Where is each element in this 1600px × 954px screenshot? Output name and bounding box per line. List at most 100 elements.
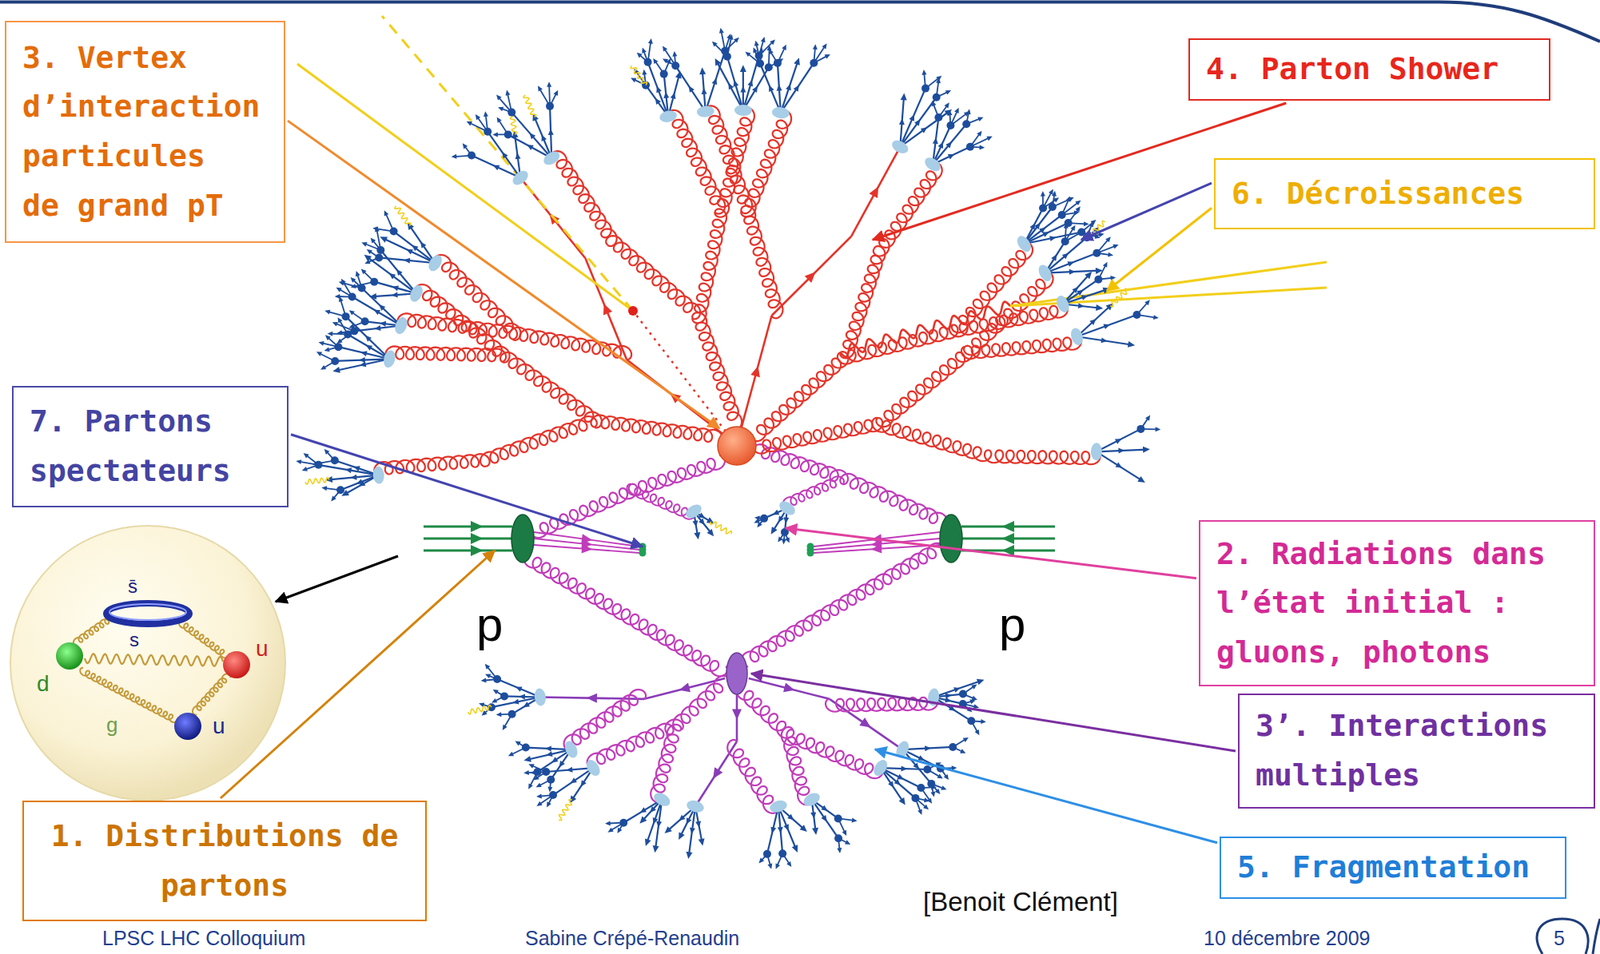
illustration-part [509, 167, 531, 188]
illustration-part [336, 287, 343, 293]
illustration-part [420, 241, 426, 248]
illustration-part [656, 821, 662, 828]
illustration-part [851, 818, 858, 824]
illustration-part [1102, 324, 1110, 331]
illustration-part [1101, 337, 1108, 343]
illustration-part [639, 549, 647, 558]
illustration-part [1107, 252, 1114, 258]
illustration-part [1098, 232, 1105, 238]
illustration-part [497, 679, 541, 698]
illustration-part [559, 760, 566, 768]
illustration-part [733, 79, 740, 87]
illustration-part [586, 693, 598, 704]
illustration-part [940, 785, 947, 791]
illustration-part [359, 361, 367, 367]
illustration-part [900, 765, 908, 772]
illustration-part [652, 845, 660, 853]
illustration-part [935, 788, 941, 795]
illustration-part [1155, 426, 1162, 432]
illustration-part [334, 323, 355, 332]
callout-text: 7. Partons spectateurs [29, 397, 271, 496]
illustration-part [1115, 462, 1123, 469]
illustration-part [951, 242, 1033, 334]
illustration-part [1112, 244, 1119, 250]
illustration-part [932, 137, 939, 144]
illustration-part [545, 745, 552, 752]
illustration-part [937, 774, 944, 780]
illustration-part [810, 811, 816, 819]
illustration-part [523, 770, 530, 776]
illustration-part [954, 107, 959, 114]
illustration-part [350, 474, 358, 481]
illustration-part [558, 800, 573, 821]
illustration-part [986, 136, 992, 142]
illustration-part [1029, 222, 1035, 230]
illustration-part [10, 525, 286, 801]
illustration-part [712, 767, 723, 779]
illustration-part [376, 229, 381, 251]
illustration-part [760, 36, 766, 43]
illustration-part [409, 225, 435, 263]
illustration-part [695, 741, 737, 807]
illustration-part [695, 820, 701, 828]
illustration-part [109, 604, 187, 621]
illustration-part [1074, 200, 1081, 206]
illustration-part [1065, 232, 1082, 242]
illustration-part [842, 830, 848, 836]
illustration-part [405, 249, 413, 255]
illustration-part [314, 460, 335, 464]
illustration-part [318, 353, 335, 362]
illustration-part [512, 699, 519, 705]
illustration-part [533, 775, 540, 781]
illustration-part [492, 131, 498, 137]
illustration-part [980, 719, 987, 725]
illustration-part [551, 151, 617, 247]
callout-box: 5. Fragmentation [1219, 836, 1567, 900]
illustration-part [969, 699, 976, 705]
callout-line: 2. Radiations dans [1216, 529, 1546, 580]
illustration-part [511, 112, 552, 159]
callout-text: 4. Parton Shower [1205, 44, 1533, 95]
illustration-part [379, 321, 387, 327]
illustration-part [1067, 261, 1075, 267]
callout-line: 6. Décroissances [1231, 169, 1525, 219]
illustration-part [485, 673, 491, 679]
callout-box: 7. Partons spectateurs [11, 386, 289, 508]
illustration-part [374, 453, 490, 475]
illustration-part [493, 165, 500, 171]
callout-line: multiples [1255, 751, 1421, 801]
illustration-part [1040, 191, 1046, 197]
illustration-part [714, 107, 755, 218]
credit-note: [Benoit Clément] [923, 888, 1119, 916]
illustration-part [971, 684, 977, 689]
illustration-part [407, 282, 426, 304]
callout-box: 3. Vertex d’interaction particules de gr… [4, 20, 286, 243]
illustration-part [342, 312, 351, 321]
illustration-part [536, 801, 542, 807]
callout-line: particules [22, 131, 206, 182]
illustration-part [710, 521, 732, 534]
illustration-part [1081, 221, 1095, 232]
illustration-part [497, 117, 502, 124]
illustration-part [1071, 286, 1079, 294]
illustration-part [944, 102, 950, 108]
illustration-part [871, 757, 891, 779]
callout-line: gluons, photons [1216, 628, 1491, 678]
illustration-part [384, 210, 389, 216]
illustration-part [648, 38, 653, 44]
illustration-part [365, 335, 372, 343]
illustration-part [875, 346, 973, 427]
illustration-part [364, 259, 371, 265]
illustration-part [777, 827, 784, 834]
illustration-part [423, 525, 513, 529]
illustration-part [361, 242, 367, 247]
illustration-part [1140, 428, 1158, 430]
illustration-part [664, 826, 673, 834]
illustration-part [1110, 288, 1128, 307]
illustration-part [933, 680, 981, 697]
illustration-part [836, 847, 842, 854]
illustration-part [533, 688, 548, 708]
illustration-part [548, 128, 554, 136]
illustration-part [966, 108, 972, 115]
illustration-part [705, 51, 725, 112]
